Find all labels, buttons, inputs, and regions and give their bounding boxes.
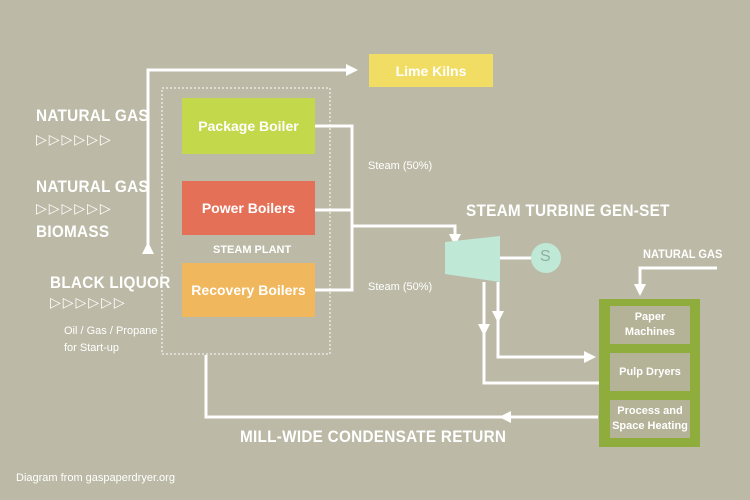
generator-icon	[531, 243, 561, 273]
steam-plant-frame	[161, 87, 331, 355]
fuel-biomass-label: BIOMASS	[36, 222, 110, 241]
turbine-icon	[445, 236, 500, 282]
power-boilers: Power Boilers	[182, 181, 315, 235]
startup-fuel-label: Oil / Gas / Propane for Start-up	[64, 325, 158, 354]
fuel-natural-gas-label-2: NATURAL GAS	[36, 177, 149, 196]
turbine-feed-line	[352, 224, 461, 246]
right-triangle-icon: ▷▷▷▷▷▷	[50, 294, 127, 310]
generator-symbol: S	[540, 248, 551, 265]
steam-plant-label: STEAM PLANT	[213, 244, 292, 256]
fuel-black-liquor-label: BLACK LIQUOR	[50, 273, 171, 292]
steam-lower-label: Steam (50%)	[368, 281, 433, 293]
lime-kilns-box: Lime Kilns	[369, 54, 493, 87]
mill-gas-line	[634, 266, 717, 296]
paper-machines-box: Paper Machines	[610, 306, 690, 344]
condensate-return-label: MILL-WIDE CONDENSATE RETURN	[240, 427, 507, 446]
package-boiler: Package Boiler	[182, 98, 315, 154]
recovery-steam-line	[315, 210, 354, 292]
steam-upper-label: Steam (50%)	[368, 160, 433, 172]
package-steam-line	[315, 124, 354, 210]
process-heating-box: Process and Space Heating	[610, 400, 690, 438]
recovery-boilers: Recovery Boilers	[182, 263, 315, 317]
right-triangle-icon: ▷▷▷▷▷▷	[36, 131, 113, 147]
mill-natural-gas-label: NATURAL GAS	[643, 247, 723, 261]
right-triangle-icon: ▷▷▷▷▷▷	[36, 200, 113, 216]
lime-kiln-feed-line	[142, 64, 358, 254]
credit-label: Diagram from gaspaperdryer.org	[16, 472, 175, 484]
fuel-natural-gas-label: NATURAL GAS	[36, 106, 149, 125]
exhaust-to-pulp-dryers	[496, 317, 596, 363]
pulp-dryers-box: Pulp Dryers	[610, 353, 690, 391]
condensate-return-line	[204, 355, 503, 419]
exhaust-to-process-heating	[482, 330, 602, 385]
steam-turbine-label: STEAM TURBINE GEN-SET	[466, 201, 670, 220]
